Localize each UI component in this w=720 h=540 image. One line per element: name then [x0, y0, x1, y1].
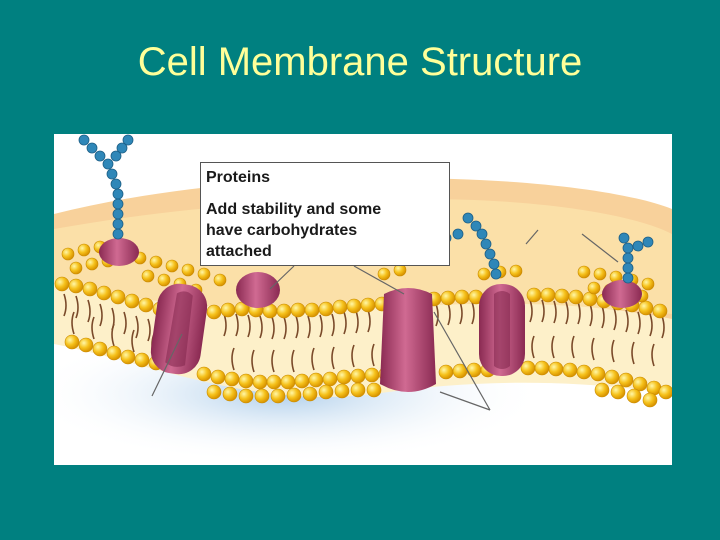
phospholipid-heads-top — [54, 239, 668, 320]
slide-title: Cell Membrane Structure — [137, 40, 583, 84]
carbohydrate-chains — [78, 134, 654, 284]
callout-heading: Proteins — [206, 169, 271, 186]
protein-top-right — [602, 280, 642, 308]
protein-center-large — [380, 288, 436, 392]
phospholipid-heads-bottom — [64, 334, 672, 408]
proteins-callout: Proteins Add stability and some have car… — [200, 162, 450, 266]
pointer-lines — [151, 229, 619, 411]
protein-top-left — [99, 238, 139, 266]
protein-center-small — [236, 272, 280, 308]
membrane-proteins — [99, 238, 642, 392]
callout-description: Add stability and some have carbohydrate… — [206, 201, 382, 260]
